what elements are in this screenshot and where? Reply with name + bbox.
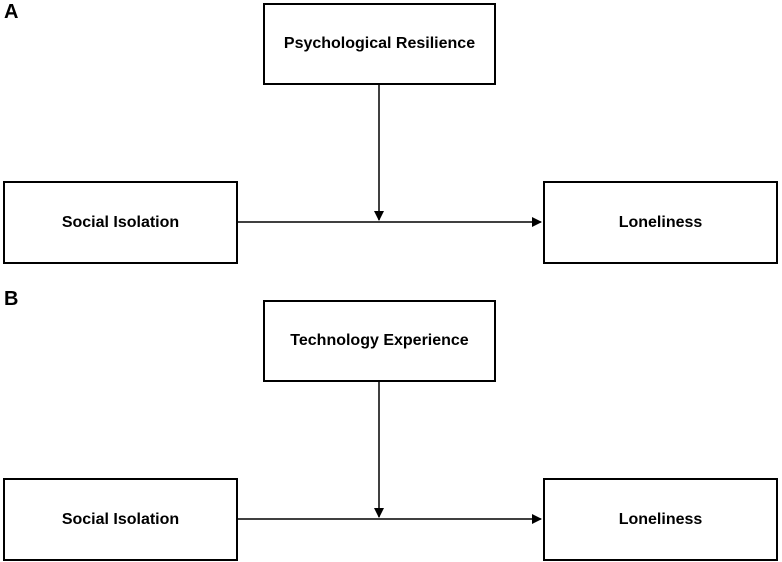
panel-b-label: B — [4, 288, 19, 310]
panel-a-predictor-label: Social Isolation — [61, 213, 180, 231]
panel-a-moderator-box: Psychological Resilience — [263, 3, 496, 85]
panel-a-predictor-box: Social Isolation — [3, 181, 238, 264]
panel-a-moderator-label: Psychological Resilience — [283, 35, 476, 52]
panel-b-moderator-label: Technology Experience — [290, 332, 469, 349]
panel-b-moderator-box: Technology Experience — [263, 300, 496, 382]
panel-b-outcome-box: Loneliness — [543, 478, 778, 561]
panel-a-outcome-box: Loneliness — [543, 181, 778, 264]
panel-a-label: A — [4, 1, 19, 23]
panel-b-predictor-box: Social Isolation — [3, 478, 238, 561]
panel-b-outcome-label: Loneliness — [618, 510, 703, 528]
panel-b-predictor-label: Social Isolation — [61, 510, 180, 528]
panel-a-outcome-label: Loneliness — [618, 213, 703, 231]
